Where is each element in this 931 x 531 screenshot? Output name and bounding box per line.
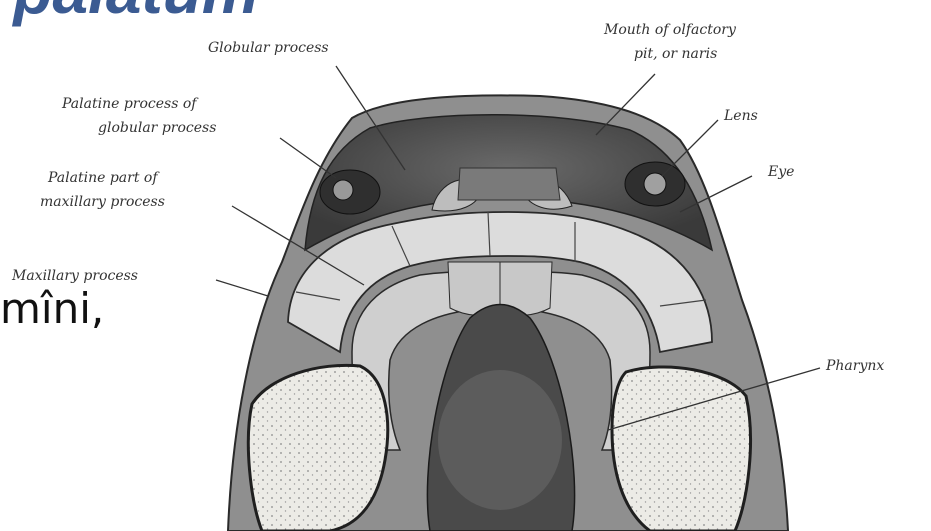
label-lens: Lens [724, 108, 758, 124]
cut-section-left [248, 365, 387, 531]
label-eye: Eye [768, 164, 794, 180]
label-palatine-maxillary-line2: maxillary process [40, 194, 165, 210]
label-mouth-olfactory-line1: Mouth of olfactory [604, 22, 736, 38]
label-maxillary-process: Maxillary process [12, 268, 138, 284]
label-palatine-maxillary-line1: Palatine part of [48, 170, 158, 186]
label-palatine-globular-line1: Palatine process of [62, 96, 196, 112]
label-pharynx: Pharynx [826, 358, 884, 374]
label-palatine-globular-line2: globular process [98, 120, 216, 136]
cut-section-right [612, 367, 750, 531]
label-mouth-olfactory-line2: pit, or naris [634, 46, 717, 62]
label-globular-process: Globular process [208, 40, 329, 56]
